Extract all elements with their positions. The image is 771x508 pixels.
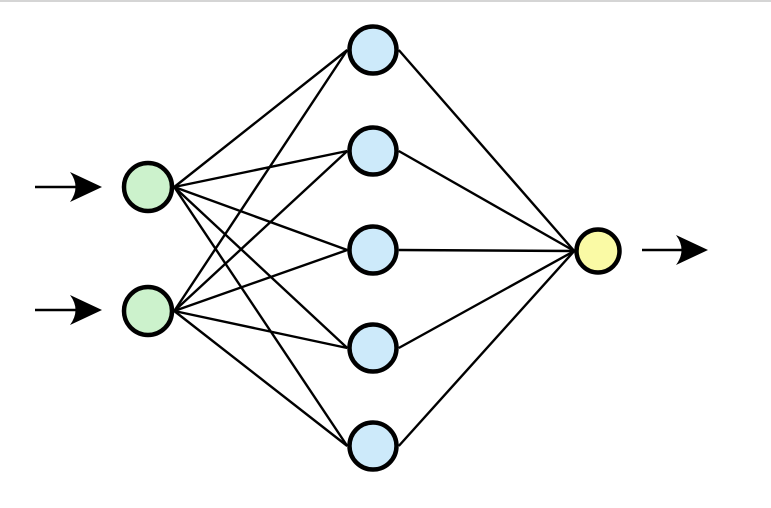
edge-i1-h1 [173, 49, 348, 188]
output-arrow-head-icon [676, 235, 708, 265]
input-arrow-1-head-icon [70, 172, 102, 202]
edge-i1-h4 [173, 186, 349, 349]
output-node-o1 [574, 227, 622, 275]
edge-i2-h2 [173, 150, 349, 312]
edge-h5-o1 [397, 250, 576, 447]
edge-i2-h4 [173, 309, 348, 350]
edge-i2-h3 [173, 248, 348, 313]
hidden-node-h5 [347, 420, 399, 472]
edge-h3-o1 [398, 248, 575, 253]
edge-h1-o1 [397, 49, 576, 252]
edge-i1-h2 [174, 149, 348, 189]
hidden-node-h3 [347, 224, 399, 276]
input-node-i2 [121, 284, 175, 338]
input-arrow-2-head-icon [70, 295, 102, 325]
edge-h2-o1 [398, 149, 575, 253]
edge-i1-h3 [173, 185, 348, 252]
hidden-node-h1 [347, 24, 399, 76]
edge-i2-h5 [173, 310, 348, 447]
hidden-node-h4 [347, 322, 399, 374]
input-node-i1 [121, 160, 175, 214]
edge-h4-o1 [398, 249, 575, 350]
hidden-node-h2 [347, 125, 399, 177]
top-border-line [0, 0, 771, 2]
edge-i2-h1 [173, 49, 349, 312]
edge-i1-h5 [173, 186, 349, 447]
